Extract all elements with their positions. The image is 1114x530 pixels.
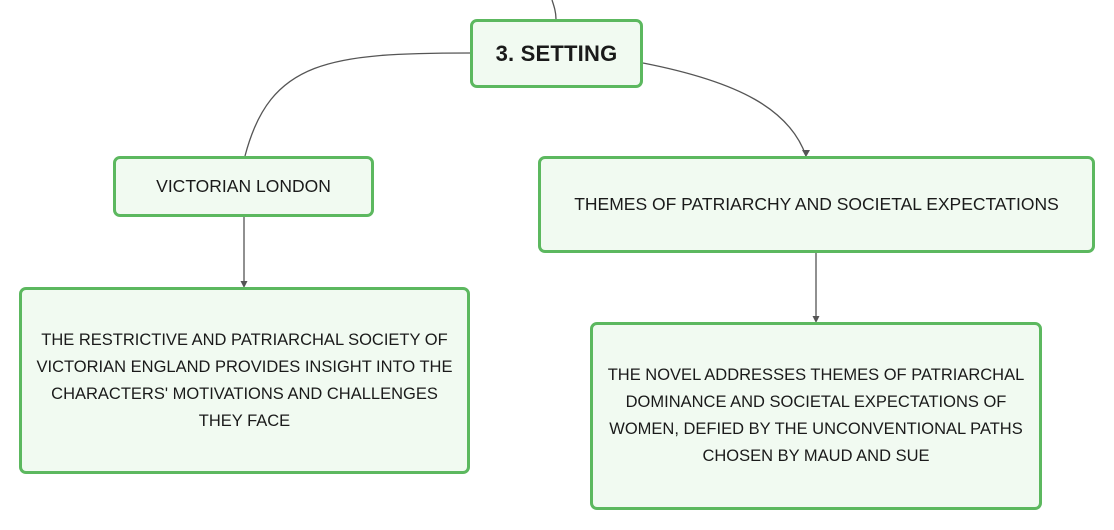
node-setting[interactable]: 3. SETTING — [470, 19, 643, 88]
connector-parent-to-setting — [551, 0, 557, 20]
node-restrictive-society-label: THE RESTRICTIVE AND PATRIARCHAL SOCIETY … — [36, 330, 453, 430]
node-novel-themes[interactable]: THE NOVEL ADDRESSES THEMES OF PATRIARCHA… — [590, 322, 1042, 510]
node-victorian-london-label: VICTORIAN LONDON — [156, 176, 331, 196]
node-themes-patriarchy-label: THEMES OF PATRIARCHY AND SOCIETAL EXPECT… — [574, 194, 1059, 214]
connector-setting-to-themes — [642, 62, 807, 157]
node-themes-patriarchy[interactable]: THEMES OF PATRIARCHY AND SOCIETAL EXPECT… — [538, 156, 1095, 253]
node-restrictive-society[interactable]: THE RESTRICTIVE AND PATRIARCHAL SOCIETY … — [19, 287, 470, 474]
connector-setting-to-london — [244, 52, 471, 157]
node-victorian-london[interactable]: VICTORIAN LONDON — [113, 156, 374, 217]
node-setting-label: 3. SETTING — [495, 40, 618, 66]
node-novel-themes-label: THE NOVEL ADDRESSES THEMES OF PATRIARCHA… — [607, 366, 1025, 465]
